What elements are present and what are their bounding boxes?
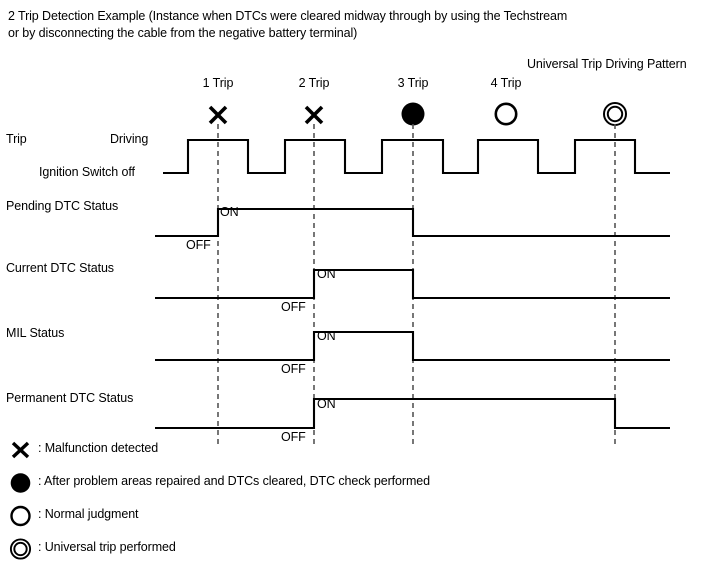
legend-text-normal-judgment: : Normal judgment bbox=[38, 507, 139, 521]
mil-off-label: OFF bbox=[281, 362, 306, 376]
row-label-current-dtc-status: Current DTC Status bbox=[6, 261, 114, 275]
permanent-on-label: ON bbox=[317, 397, 336, 411]
waveform-current-dtc-status bbox=[155, 268, 670, 300]
row-label-permanent-dtc-status: Permanent DTC Status bbox=[6, 391, 134, 405]
permanent-off-label: OFF bbox=[281, 430, 306, 444]
title-line-1: 2 Trip Detection Example (Instance when … bbox=[8, 9, 568, 23]
legend-text-repaired-cleared: : After problem areas repaired and DTCs … bbox=[38, 474, 430, 488]
legend-item-universal-trip: : Universal trip performed bbox=[0, 537, 713, 567]
current-on-label: ON bbox=[317, 267, 336, 281]
trip-boundary-guides bbox=[217, 124, 616, 446]
trip-marker-3-filled-circle-icon bbox=[398, 99, 428, 129]
row-label-trip: Trip bbox=[6, 132, 27, 146]
title-line-2: or by disconnecting the cable from the n… bbox=[8, 26, 358, 40]
legend-open-circle-icon bbox=[8, 505, 38, 527]
trip-marker-5-double-circle-icon bbox=[600, 99, 630, 129]
waveform-permanent-dtc-status bbox=[155, 397, 670, 430]
trip-marker-1-cross-icon bbox=[203, 100, 233, 130]
legend-text-universal-trip: : Universal trip performed bbox=[38, 540, 176, 554]
legend-item-normal-judgment: : Normal judgment bbox=[0, 504, 713, 534]
pending-on-label: ON bbox=[220, 205, 239, 219]
legend-double-circle-icon bbox=[8, 538, 38, 560]
trip-header-4: 4 Trip bbox=[490, 76, 522, 90]
trip-marker-4-open-circle-icon bbox=[491, 99, 521, 129]
legend-filled-circle-icon bbox=[8, 472, 38, 494]
trip-header-2: 2 Trip bbox=[298, 76, 330, 90]
waveform-trip bbox=[175, 138, 670, 175]
page-title: 2 Trip Detection Example (Instance when … bbox=[8, 8, 708, 42]
row-label-mil-status: MIL Status bbox=[6, 326, 65, 340]
current-off-label: OFF bbox=[281, 300, 306, 314]
legend-item-malfunction: : Malfunction detected bbox=[0, 438, 713, 468]
legend-text-malfunction: : Malfunction detected bbox=[38, 441, 159, 455]
trip-header-1: 1 Trip bbox=[202, 76, 234, 90]
legend-item-repaired-cleared: : After problem areas repaired and DTCs … bbox=[0, 471, 713, 501]
universal-trip-driving-pattern-label: Universal Trip Driving Pattern bbox=[527, 57, 687, 71]
trip-low-state-label: Ignition Switch off bbox=[39, 165, 135, 179]
row-label-pending-dtc-status: Pending DTC Status bbox=[6, 199, 119, 213]
legend-cross-icon bbox=[8, 439, 38, 461]
signal-waveforms bbox=[155, 138, 670, 430]
mil-on-label: ON bbox=[317, 329, 336, 343]
waveform-mil-status bbox=[155, 330, 670, 362]
trip-header-3: 3 Trip bbox=[397, 76, 429, 90]
trip-high-state-label: Driving bbox=[110, 132, 149, 146]
trip-marker-2-cross-icon bbox=[299, 100, 329, 130]
pending-off-label: OFF bbox=[186, 238, 211, 252]
